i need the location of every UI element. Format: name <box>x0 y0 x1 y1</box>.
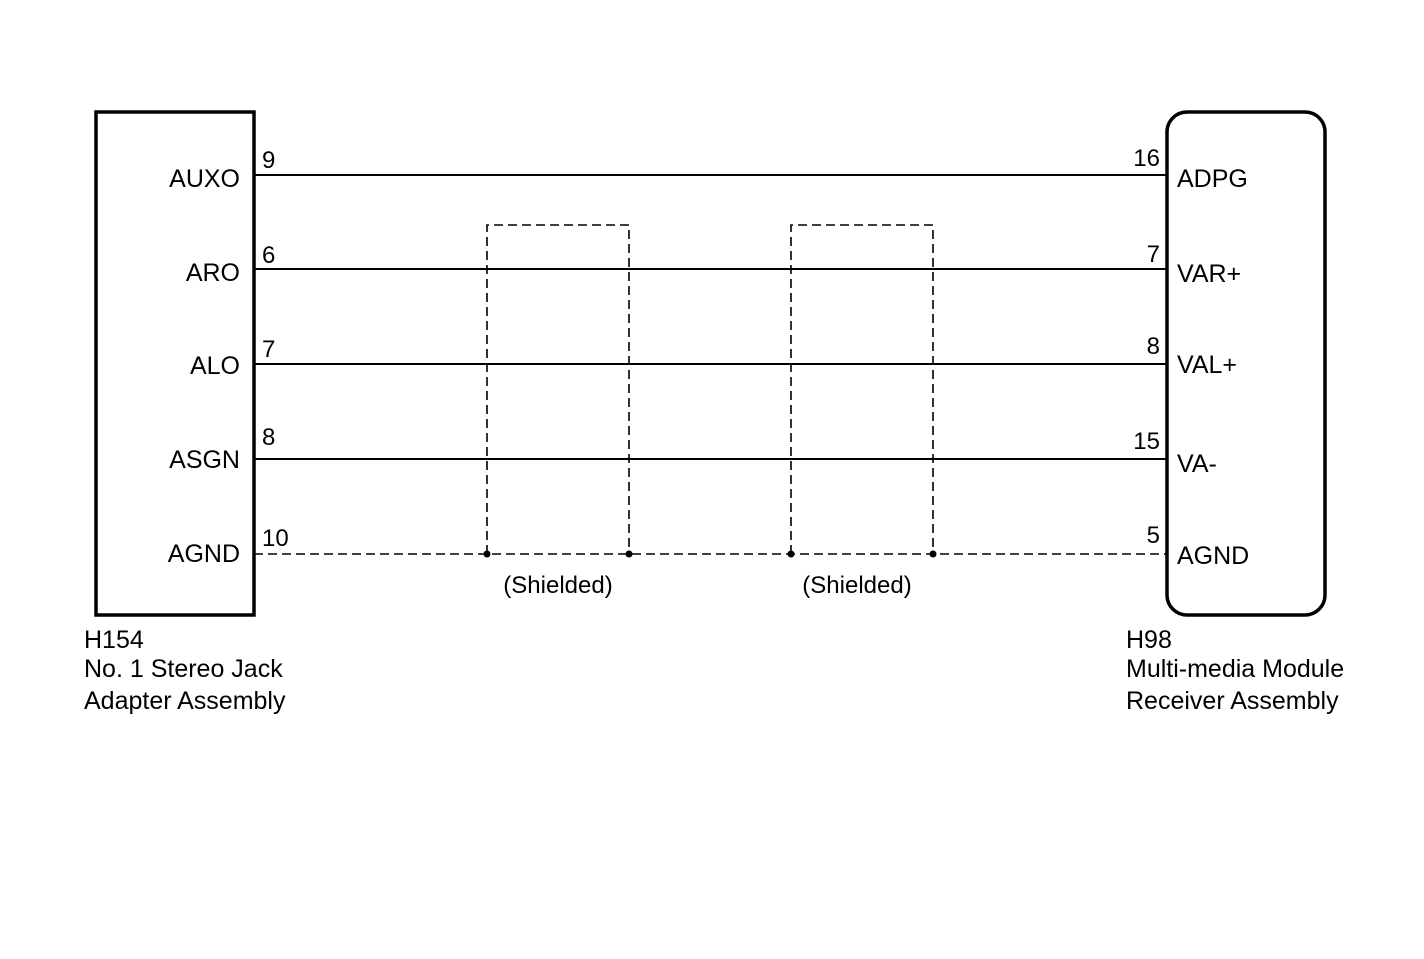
right-pin-number: 15 <box>1133 428 1160 455</box>
junction-dot <box>483 550 491 558</box>
right-connector-name-line2: Receiver Assembly <box>1126 687 1339 715</box>
junction-dot <box>929 550 937 558</box>
right-pin-number: 5 <box>1147 522 1160 549</box>
right-signal-vaminus: VA- <box>1177 450 1217 478</box>
right-pin-number: 7 <box>1147 241 1160 268</box>
left-signal-auxo: AUXO <box>169 165 240 193</box>
junction-dot <box>625 550 633 558</box>
left-signal-asgn: ASGN <box>169 446 240 474</box>
left-pin-number: 9 <box>262 147 275 174</box>
right-pin-number: 16 <box>1133 145 1160 172</box>
left-connector-id: H154 <box>84 626 144 654</box>
shield-label: (Shielded) <box>503 572 612 599</box>
right-signal-valplus: VAL+ <box>1177 351 1237 379</box>
left-signal-aro: ARO <box>186 259 240 287</box>
right-signal-varplus: VAR+ <box>1177 260 1241 288</box>
left-signal-alo: ALO <box>190 352 240 380</box>
shield-1 <box>486 224 630 554</box>
right-connector-id: H98 <box>1126 626 1172 654</box>
left-signal-agnd: AGND <box>168 540 240 568</box>
left-pin-number: 6 <box>262 242 275 269</box>
left-connector-name-line2: Adapter Assembly <box>84 687 286 715</box>
shield-2 <box>790 224 934 554</box>
left-pin-number: 7 <box>262 336 275 363</box>
right-pin-number: 8 <box>1147 333 1160 360</box>
left-pin-number: 8 <box>262 424 275 451</box>
shield-label: (Shielded) <box>802 572 911 599</box>
left-connector-name-line1: No. 1 Stereo Jack <box>84 655 283 683</box>
right-signal-adpg: ADPG <box>1177 165 1248 193</box>
right-signal-agnd: AGND <box>1177 542 1249 570</box>
left-pin-number: 10 <box>262 525 289 552</box>
right-connector-name-line1: Multi-media Module <box>1126 655 1344 683</box>
junction-dot <box>787 550 795 558</box>
